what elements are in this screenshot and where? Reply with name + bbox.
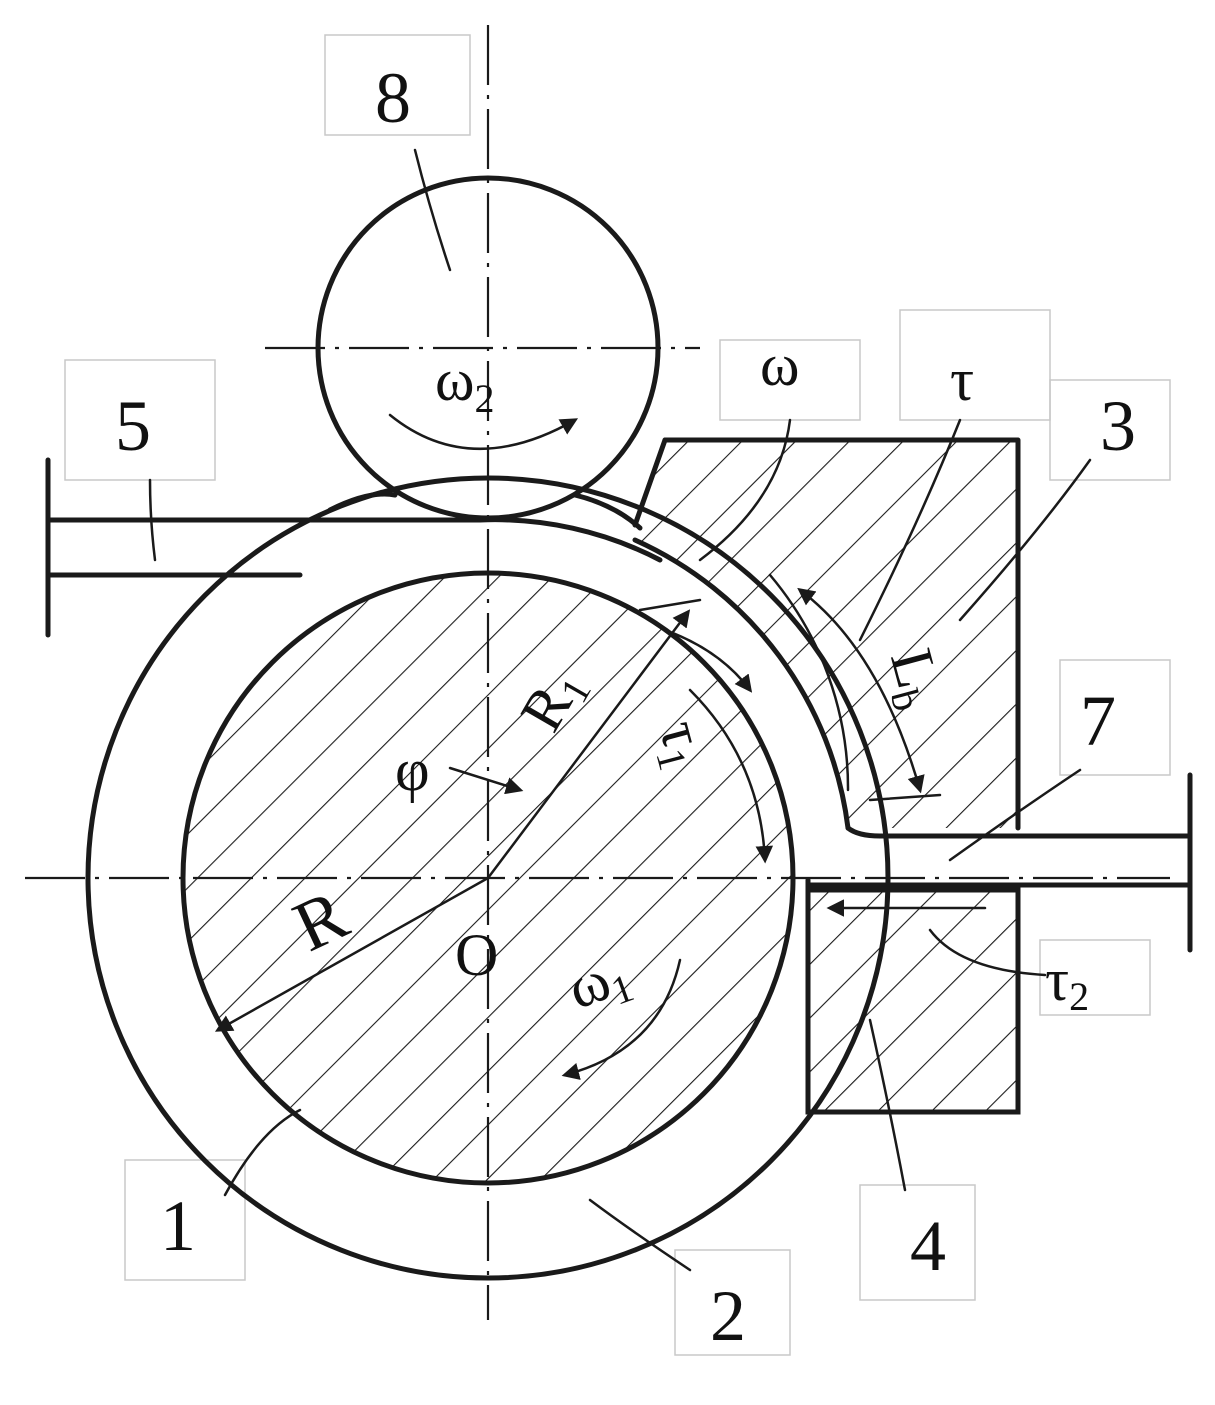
pressure-roller <box>315 175 661 531</box>
label-part-2: 2 <box>710 1276 746 1356</box>
tau1-arrow <box>688 688 774 864</box>
label-omega2: ω2 <box>435 347 495 421</box>
label-tau: τ <box>950 347 974 413</box>
label-part-7: 7 <box>1080 681 1116 761</box>
label-part-3: 3 <box>1100 386 1136 466</box>
leader-lines <box>148 148 1092 1272</box>
label-part-1: 1 <box>160 1186 196 1266</box>
label-part-8: 8 <box>375 58 411 138</box>
label-frames <box>64 34 1171 1356</box>
label-part-5: 5 <box>115 386 151 466</box>
label-omega: ω <box>760 332 800 398</box>
label-part-4: 4 <box>910 1206 946 1286</box>
omega2-symbol: ω <box>435 347 475 413</box>
omega2-subscript: 2 <box>475 376 495 421</box>
radius-r1 <box>486 598 702 880</box>
lower-block <box>805 887 1021 1115</box>
omega2-arrow <box>388 413 579 451</box>
lb-dimension <box>797 587 942 802</box>
label-tau2: τ2 <box>1045 947 1089 1019</box>
output-strip <box>805 772 1193 1115</box>
label-phi: φ <box>395 737 430 803</box>
radius-r <box>214 876 490 1032</box>
tau2-symbol: τ <box>1045 947 1069 1013</box>
tau-arrow <box>663 628 753 693</box>
phi-arrow <box>448 766 524 795</box>
label-o: O <box>455 922 498 988</box>
tau2-subscript: 2 <box>1069 974 1089 1019</box>
wheel-ring <box>85 475 891 1281</box>
omega1-arrow <box>561 958 682 1080</box>
